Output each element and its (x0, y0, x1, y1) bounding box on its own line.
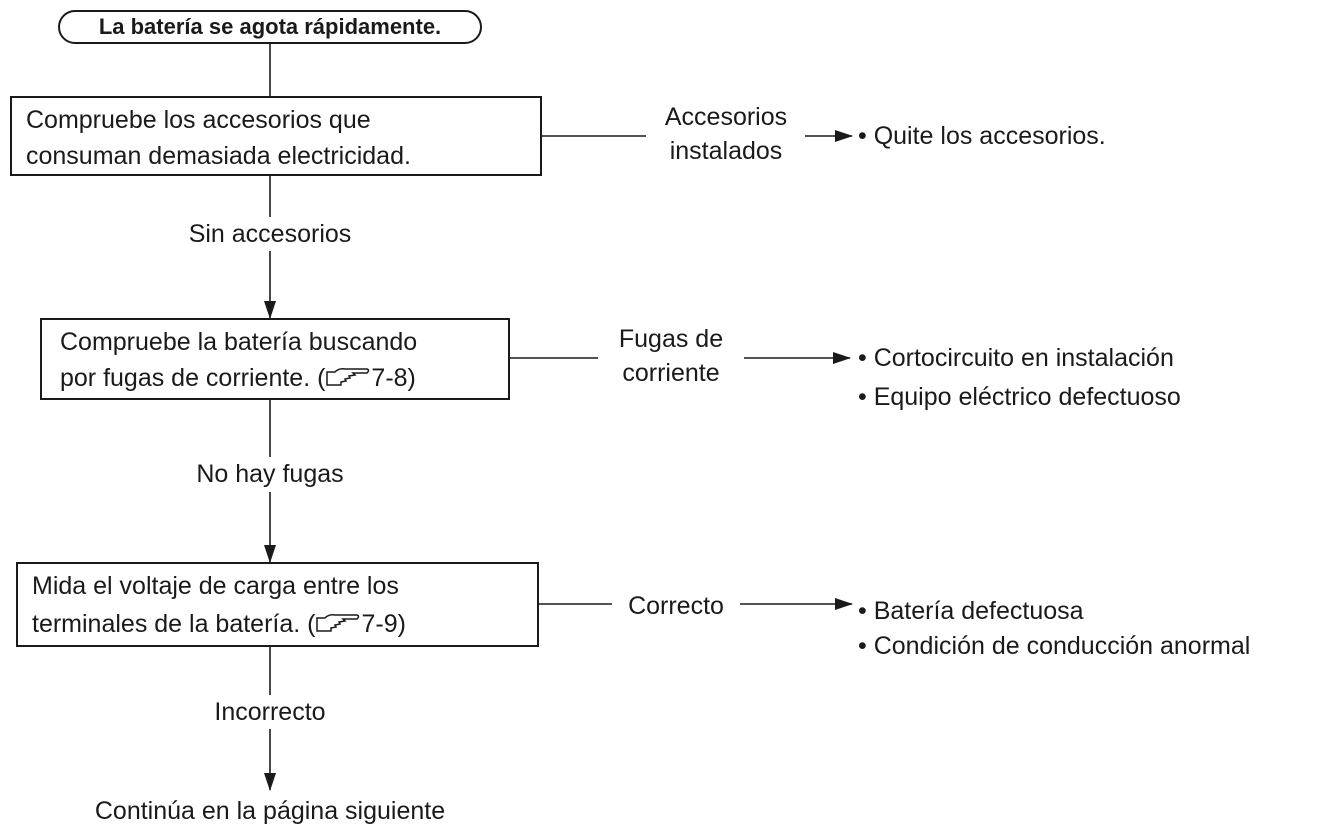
result-defective-battery: • Batería defectuosa (858, 597, 1084, 625)
process-line: Mida el voltaje de carga entre los (32, 572, 399, 600)
process-box-accessories: Compruebe los accesorios que consuman de… (10, 96, 542, 176)
pointing-hand-reference-icon (325, 366, 371, 391)
flow-label-incorrect: Incorrecto (214, 698, 326, 726)
flow-label-no-leaks: No hay fugas (196, 460, 344, 488)
result-defective-equipment: • Equipo eléctrico defectuoso (858, 383, 1181, 411)
result-short-circuit: • Cortocircuito en instalación (858, 344, 1174, 372)
flow-label-no-accessories: Sin accesorios (188, 220, 352, 248)
process-line: Compruebe los accesorios que (26, 106, 371, 134)
result-abnormal-driving: • Condición de conducción anormal (858, 632, 1251, 660)
process-line: consuman demasiada electricidad. (26, 142, 411, 170)
pointing-hand-reference-icon (315, 612, 361, 637)
branch-label-current-leak: Fugas de corriente (618, 325, 724, 387)
process-box-leak-check: Compruebe la batería buscando por fugas … (40, 318, 510, 400)
start-label: La batería se agota rápidamente. (98, 14, 442, 39)
branch-label-correct: Correcto (628, 592, 724, 620)
process-line: terminales de la batería. (7-9) (32, 610, 406, 638)
process-line: por fugas de corriente. (7-8) (60, 364, 416, 392)
branch-label-accessories-installed: Accesorios instalados (664, 103, 788, 165)
process-line: Compruebe la batería buscando (60, 328, 418, 356)
continue-next-page: Continúa en la página siguiente (94, 797, 446, 825)
process-box-charge-voltage: Mida el voltaje de carga entre los termi… (16, 562, 539, 647)
start-terminal: La batería se agota rápidamente. (58, 10, 482, 44)
result-remove-accessories: • Quite los accesorios. (858, 122, 1106, 150)
